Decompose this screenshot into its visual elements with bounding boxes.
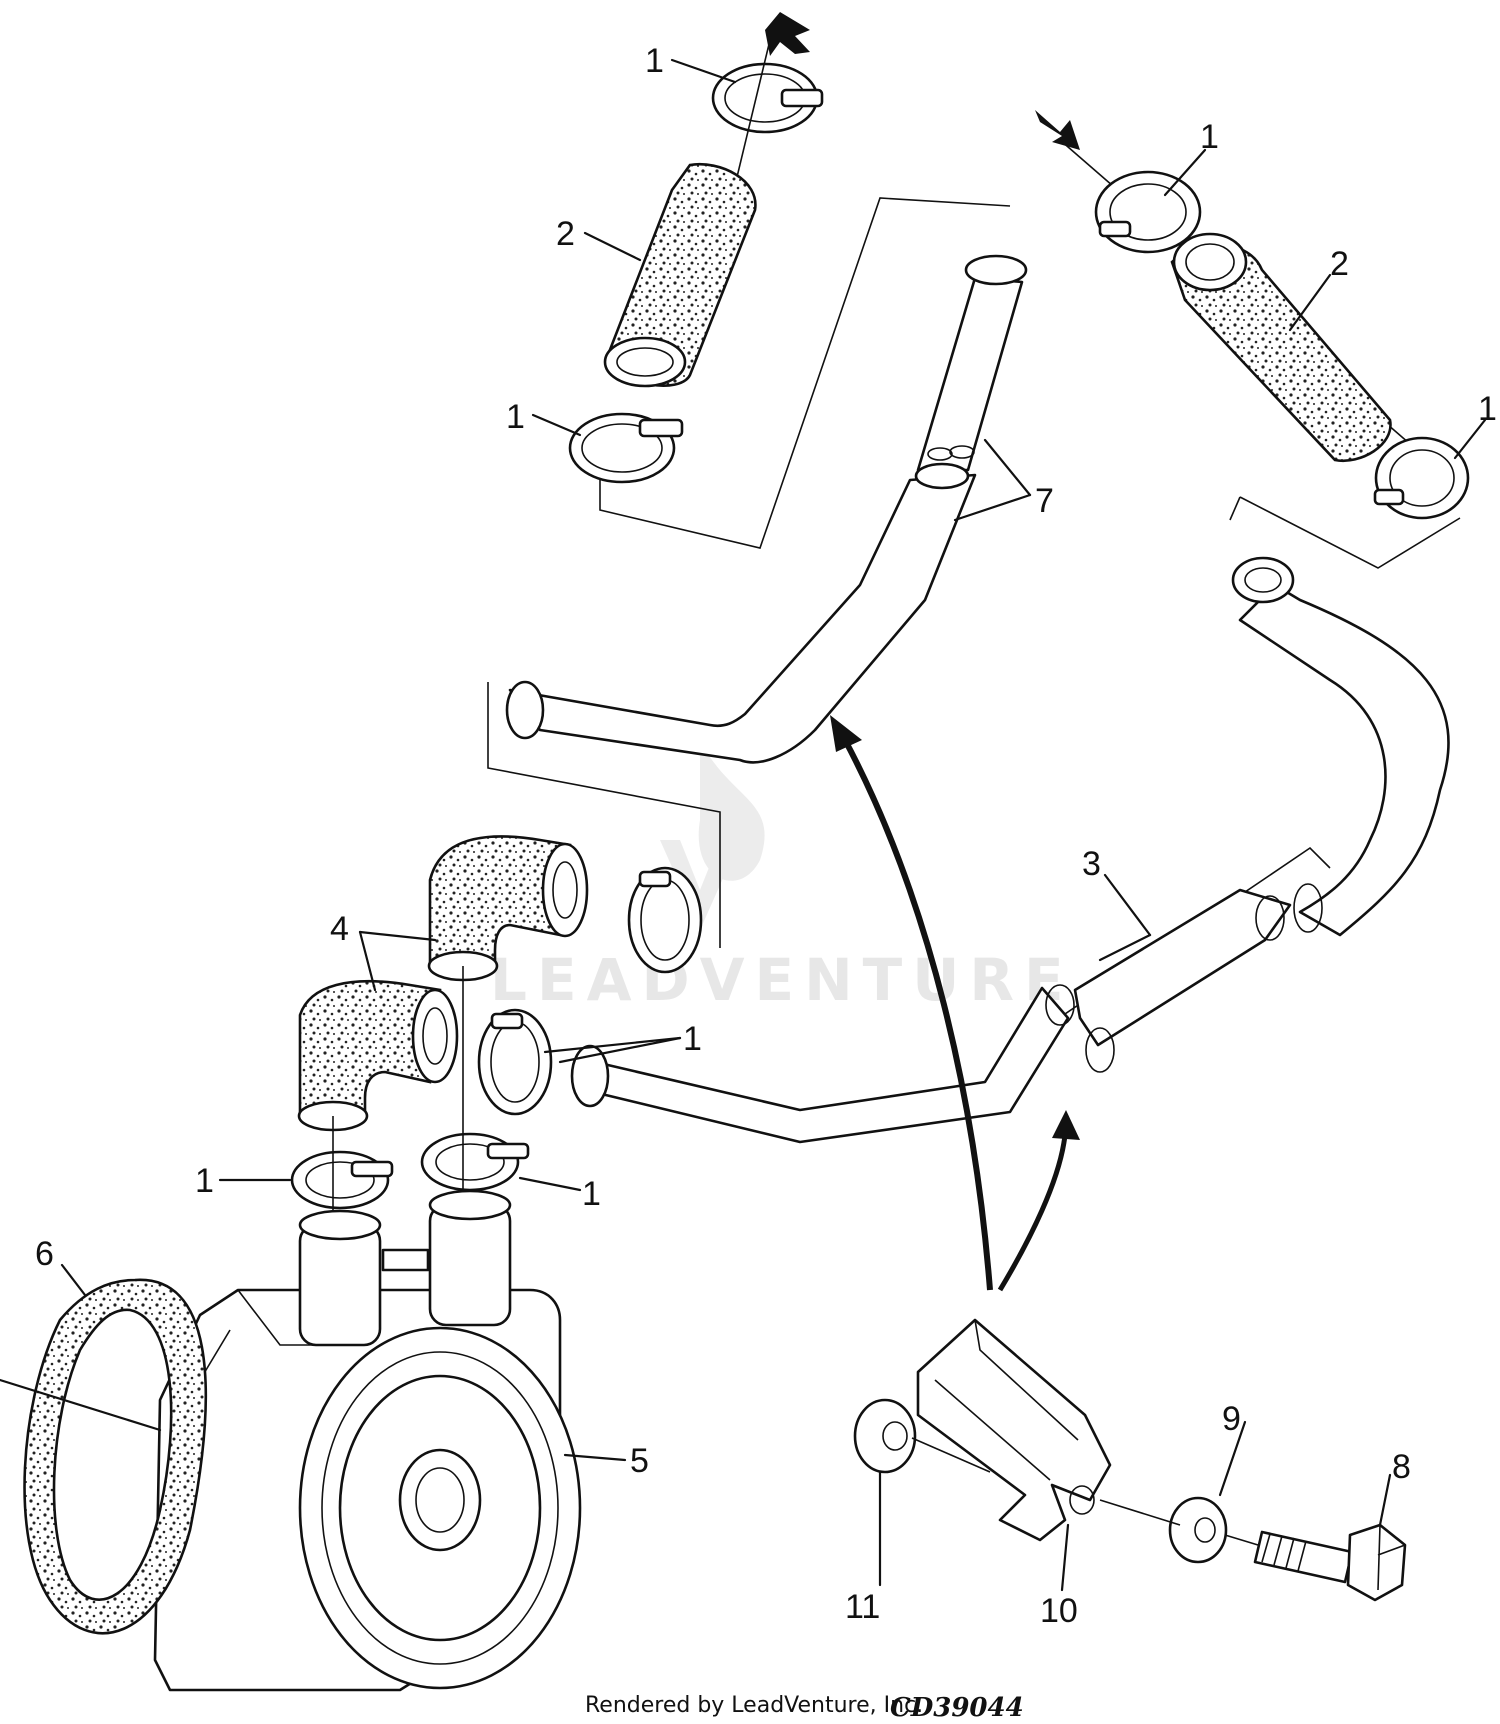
hose-clamp-icon — [568, 412, 684, 484]
callout-1-top-left: 1 — [645, 42, 664, 80]
callout-1-left-lower: 1 — [506, 398, 525, 436]
assembly-arrow-icon — [842, 738, 993, 1291]
callout-4: 4 — [330, 910, 349, 948]
steel-tube-3 — [570, 556, 1450, 1144]
leader-lines — [0, 58, 1487, 1592]
upper-right-hose-assembly — [1059, 139, 1470, 520]
callout-1-top-right: 1 — [1200, 118, 1219, 156]
washer-9 — [1168, 1496, 1228, 1564]
callout-5: 5 — [630, 1442, 649, 1480]
callout-8: 8 — [1392, 1448, 1411, 1486]
callout-3: 3 — [1082, 845, 1101, 883]
assembly-arrow-icon-2 — [997, 1134, 1068, 1292]
rubber-elbow-lower — [297, 979, 459, 1132]
spacer-11 — [853, 1398, 991, 1474]
callout-7: 7 — [1035, 482, 1054, 520]
callout-1-bottom-right-clamp: 1 — [582, 1175, 601, 1213]
hose-clamp-icon — [477, 1008, 553, 1116]
rubber-elbow-upper — [427, 835, 589, 982]
hose-clamp-icon — [627, 866, 703, 974]
callout-6: 6 — [35, 1235, 54, 1273]
hose-clamp-icon — [420, 1132, 530, 1192]
steel-tube-7 — [505, 254, 1028, 764]
callout-1-bottom-left-clamp: 1 — [195, 1162, 214, 1200]
footer-rendered-by: Rendered by LeadVenture, Inc. — [585, 1693, 923, 1718]
callout-2-right: 2 — [1330, 245, 1349, 283]
callout-1-elbow-clamps: 1 — [683, 1020, 702, 1058]
bolt-8 — [1253, 1523, 1407, 1602]
hose-clamp-icon — [1373, 436, 1470, 520]
rubber-hose-icon — [1170, 232, 1392, 463]
hose-clamp-icon — [290, 1150, 394, 1210]
leadventure-watermark: LEADVENTURE — [490, 740, 1074, 1014]
callout-9: 9 — [1222, 1400, 1241, 1438]
callout-10: 10 — [1040, 1592, 1078, 1630]
hose-clamp-icon — [1094, 170, 1202, 254]
callout-1-right-lower: 1 — [1478, 390, 1497, 428]
flow-arrow-top-right-icon — [1035, 110, 1080, 150]
hose-clamp-icon — [711, 62, 824, 134]
callout-11: 11 — [845, 1588, 880, 1626]
callout-2-left: 2 — [556, 215, 575, 253]
oil-cooler-5 — [153, 1189, 582, 1692]
gasket-6 — [23, 1278, 207, 1635]
clamp-bracket-10 — [830, 715, 1112, 1542]
rubber-hose-icon — [603, 162, 757, 388]
bracket-lines — [487, 197, 1461, 1072]
upper-left-hose-assembly — [568, 39, 824, 484]
flow-arrow-top-left-icon — [765, 12, 810, 56]
watermark-text: LEADVENTURE — [490, 946, 1074, 1014]
drawing-code: CD39044 — [890, 1693, 1024, 1723]
